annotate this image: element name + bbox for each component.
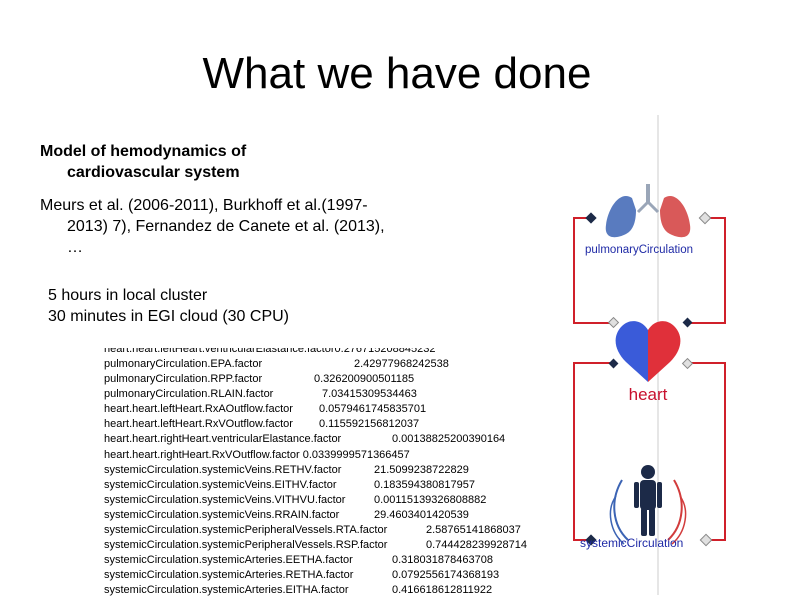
parameter-name: heart.heart.leftHeart.ventricularElastan…: [104, 348, 335, 355]
parameter-name: systemicCirculation.systemicVeins.RETHV.…: [104, 463, 342, 476]
parameter-row: pulmonaryCirculation.RPP.factor 0.3262009…: [104, 372, 435, 387]
bullet-model-line2: cardiovascular system: [67, 164, 240, 181]
parameter-value: 0.276715208845232: [334, 348, 436, 355]
parameter-name: heart.heart.rightHeart.RxVOutflow.factor: [104, 448, 300, 461]
parameter-row: systemicCirculation.systemicVeins.RETHV.…: [104, 463, 469, 478]
parameter-row: pulmonaryCirculation.EPA.factor 2.4297796…: [104, 357, 449, 372]
parameter-name: systemicCirculation.systemicVeins.EITHV.…: [104, 478, 337, 491]
heart-block[interactable]: heart: [607, 316, 694, 404]
parameter-value: 0.183594380817957: [374, 478, 475, 491]
parameter-value: 0.0339999571366457: [302, 448, 410, 461]
parameter-value: 21.5099238722829: [374, 463, 469, 476]
lungs-icon: [605, 184, 691, 238]
parameter-value: 0.0792556174368193: [392, 569, 500, 582]
parameter-name: systemicCirculation.systemicVeins.VITHVU…: [104, 493, 346, 506]
parameter-name: systemicCirculation.systemicArteries.EET…: [104, 554, 353, 567]
parameter-row: pulmonaryCirculation.RLAIN.factor 7.03415…: [104, 387, 435, 402]
heart-port-bottom-left[interactable]: [608, 358, 619, 369]
parameter-row: heart.heart.rightHeart.RxVOutflow.factor…: [104, 448, 435, 463]
systemic-circulation-block[interactable]: systemicCirculation: [580, 465, 713, 550]
heart-port-bottom-right[interactable]: [681, 357, 694, 370]
parameter-value: 2.42977968242538: [354, 358, 449, 370]
pulmonary-port-right[interactable]: [698, 211, 712, 225]
pulmonary-label: pulmonaryCirculation: [585, 244, 693, 256]
heart-label: heart: [629, 385, 668, 404]
parameter-name: pulmonaryCirculation.RLAIN.factor: [104, 388, 274, 401]
parameter-row: systemicCirculation.systemicPeripheralVe…: [104, 538, 527, 553]
parameter-name: systemicCirculation.systemicPeripheralVe…: [104, 539, 388, 552]
systemic-port-right[interactable]: [699, 533, 713, 547]
parameter-name: systemicCirculation.systemicArteries.RET…: [104, 569, 354, 582]
parameter-value: 0.416618612811922: [392, 584, 493, 597]
parameter-row: heart.heart.leftHeart.RxAOutflow.factor 0…: [104, 402, 435, 417]
parameter-row: systemicCirculation.systemicVeins.VITHVU…: [104, 493, 486, 508]
bullet-compute-time: 5 hours in local cluster 30 minutes in E…: [48, 285, 368, 327]
parameter-value: 0.0579461745835701: [319, 403, 427, 416]
heart-port-top-right[interactable]: [682, 317, 693, 328]
parameter-value: 0.326200900501185: [314, 373, 415, 386]
parameter-value: 0.318031878463708: [392, 554, 493, 567]
connector-lines: [573, 217, 726, 541]
parameter-row: systemicCirculation.systemicArteries.EIT…: [104, 583, 492, 598]
parameter-row: systemicCirculation.systemicVeins.RRAIN.…: [104, 508, 469, 523]
parameter-name: pulmonaryCirculation.RPP.factor: [104, 373, 263, 386]
parameter-value: 0.00115139326808882: [374, 493, 487, 506]
parameter-value: 0.115592156812037: [319, 418, 420, 431]
slide-title: What we have done: [202, 49, 592, 98]
parameter-row: heart.heart.rightHeart.ventricularElasta…: [104, 432, 505, 447]
references-text: Meurs et al. (2006-2011), Burkhoff et al…: [40, 197, 385, 256]
heart-port-top-left[interactable]: [607, 316, 620, 329]
parameter-value: 29.4603401420539: [374, 508, 469, 521]
circulation-diagram: pulmonaryCirculation heart systemicCir: [573, 184, 726, 550]
parameter-row: systemicCirculation.systemicArteries.EET…: [104, 553, 493, 568]
parameter-name: heart.heart.rightHeart.ventricularElasta…: [104, 433, 342, 446]
bullet-model-description: Model of hemodynamics of cardiovascular …: [40, 141, 340, 183]
human-body-icon: [609, 465, 687, 545]
systemic-label: systemicCirculation: [580, 536, 683, 550]
parameter-name: systemicCirculation.systemicVeins.RRAIN.…: [104, 508, 340, 521]
parameter-value: 0.00138825200390164: [392, 433, 506, 446]
parameter-value: 0.744428239928714: [426, 539, 527, 552]
parameter-row: heart.heart.leftHeart.ventricularElastan…: [104, 348, 435, 357]
parameter-value: 7.03415309534463: [322, 388, 417, 401]
parameter-name: heart.heart.leftHeart.RxVOutflow.factor: [104, 418, 293, 431]
compute-local-text: 5 hours in local cluster: [48, 287, 208, 304]
pulmonary-circulation-block[interactable]: pulmonaryCirculation: [585, 184, 712, 256]
pulmonary-port-left[interactable]: [585, 212, 597, 224]
parameter-name: heart.heart.leftHeart.RxAOutflow.factor: [104, 403, 293, 416]
parameter-value: 2.58765141868037: [426, 524, 521, 537]
parameter-name: systemicCirculation.systemicArteries.EIT…: [104, 584, 349, 597]
parameter-name: systemicCirculation.systemicPeripheralVe…: [104, 524, 388, 537]
compute-cloud-text: 30 minutes in EGI cloud (30 CPU): [48, 308, 289, 325]
parameter-row: systemicCirculation.systemicArteries.RET…: [104, 568, 499, 583]
heart-icon: [615, 321, 681, 382]
parameter-row: systemicCirculation.systemicVeins.EITHV.…: [104, 478, 475, 493]
parameter-name: pulmonaryCirculation.EPA.factor: [104, 358, 263, 370]
bullet-references: Meurs et al. (2006-2011), Burkhoff et al…: [40, 195, 400, 258]
parameter-list: heart.heart.leftHeart.ventricularElastan…: [104, 348, 527, 599]
bullet-model-line1: Model of hemodynamics of: [40, 143, 247, 160]
parameter-row: systemicCirculation.systemicPeripheralVe…: [104, 523, 521, 538]
parameter-row: heart.heart.leftHeart.RxVOutflow.factor 0…: [104, 417, 435, 432]
